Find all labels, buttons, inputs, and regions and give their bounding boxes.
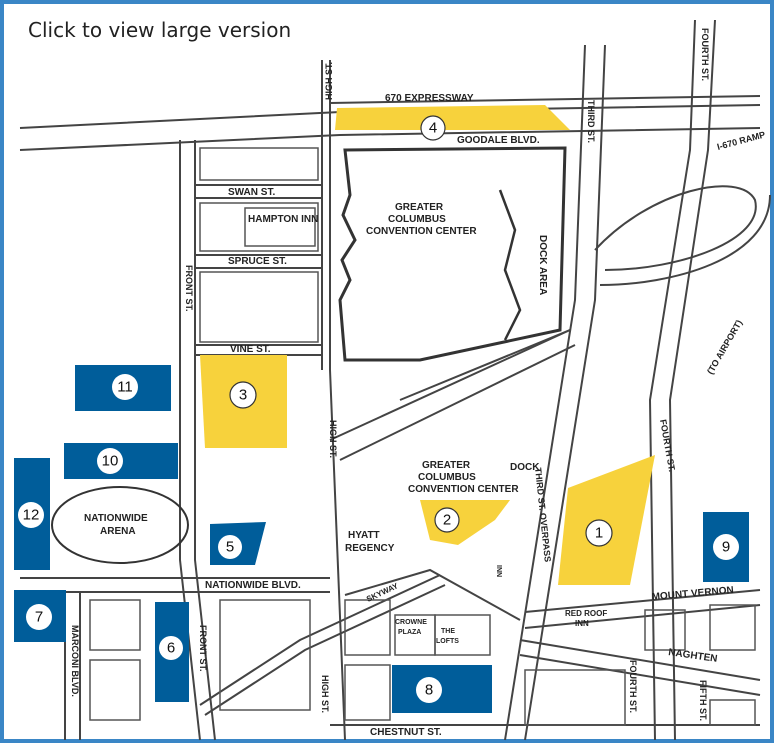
blocks <box>89 147 756 726</box>
label-high-st-top: HIGH ST. <box>324 62 334 100</box>
label-front-st-top: FRONT ST. <box>184 265 194 312</box>
label-high-st-mid: HIGH ST. <box>328 420 338 458</box>
label-third-st: THIRD ST. <box>586 100 596 143</box>
svg-text:RED ROOF: RED ROOF <box>565 609 607 618</box>
label-spruce: SPRUCE ST. <box>228 256 287 267</box>
label-fourth-st-mid: FOURTH ST. <box>658 419 677 473</box>
svg-text:GREATER: GREATER <box>395 202 444 213</box>
svg-text:COLUMBUS: COLUMBUS <box>418 472 476 483</box>
svg-text:ARENA: ARENA <box>100 526 136 537</box>
svg-text:2: 2 <box>443 512 451 529</box>
label-high-st-bot: HIGH ST. <box>320 675 330 713</box>
label-fourth-st-bot: FOURTH ST. <box>628 660 638 713</box>
label-vine: VINE ST. <box>230 344 271 355</box>
dock-wall <box>498 189 522 341</box>
svg-text:11: 11 <box>117 379 133 396</box>
label-i670-ramp: I-670 RAMP <box>716 129 766 151</box>
label-goodale: GOODALE BLVD. <box>457 135 540 146</box>
label-dock: DOCK <box>510 462 540 473</box>
svg-text:1: 1 <box>595 525 603 542</box>
label-670-expressway: 670 EXPRESSWAY <box>385 93 474 104</box>
svg-text:COLUMBUS: COLUMBUS <box>388 214 446 225</box>
label-front-st-bot: FRONT ST. <box>198 625 208 672</box>
svg-text:8: 8 <box>425 682 433 699</box>
convention-center-outline <box>338 146 567 362</box>
label-mount-vernon: MOUNT VERNON <box>651 585 734 603</box>
building-labels: HAMPTON INN GREATER COLUMBUS CONVENTION … <box>84 202 607 645</box>
label-hampton-inn: HAMPTON INN <box>248 214 318 225</box>
label-to-airport: (TO AIRPORT) <box>705 318 744 376</box>
svg-text:CONVENTION CENTER: CONVENTION CENTER <box>366 226 477 237</box>
svg-text:THE: THE <box>441 628 455 635</box>
svg-text:5: 5 <box>226 539 234 556</box>
parking-lot-2[interactable] <box>420 500 510 545</box>
parking-lot-8[interactable] <box>392 665 492 713</box>
svg-text:3: 3 <box>239 387 247 404</box>
svg-text:7: 7 <box>35 609 43 626</box>
label-marconi: MARCONI BLVD. <box>70 625 80 697</box>
label-nationwide-blvd: NATIONWIDE BLVD. <box>205 580 301 591</box>
svg-text:HYATT: HYATT <box>348 530 380 541</box>
view-large-link[interactable]: Click to view large version <box>28 18 292 42</box>
parking-lot-4[interactable] <box>335 105 570 130</box>
svg-text:CONVENTION CENTER: CONVENTION CENTER <box>408 484 519 495</box>
svg-text:12: 12 <box>23 507 40 524</box>
svg-text:10: 10 <box>102 453 119 470</box>
svg-text:9: 9 <box>722 539 730 556</box>
label-dock-area: DOCK AREA <box>537 235 548 295</box>
label-fourth-st-top: FOURTH ST. <box>700 28 710 81</box>
svg-text:NATIONWIDE: NATIONWIDE <box>84 513 148 524</box>
svg-text:INN: INN <box>495 565 502 577</box>
nationwide-arena <box>51 486 189 564</box>
lot-markers: 4 3 2 1 11 10 12 5 7 6 8 9 <box>18 115 739 703</box>
svg-text:PLAZA: PLAZA <box>398 629 421 636</box>
label-swan: SWAN ST. <box>228 187 275 198</box>
svg-text:CROWNE: CROWNE <box>395 619 427 626</box>
label-fifth-st: FIFTH ST. <box>698 680 708 721</box>
parking-lot-1[interactable] <box>558 455 655 585</box>
svg-text:4: 4 <box>429 120 437 137</box>
label-chestnut: CHESTNUT ST. <box>370 727 442 738</box>
svg-text:6: 6 <box>167 640 175 657</box>
svg-text:REGENCY: REGENCY <box>345 543 395 554</box>
svg-text:GREATER: GREATER <box>422 460 471 471</box>
svg-text:LOFTS: LOFTS <box>436 638 459 645</box>
svg-text:INN: INN <box>575 619 589 628</box>
